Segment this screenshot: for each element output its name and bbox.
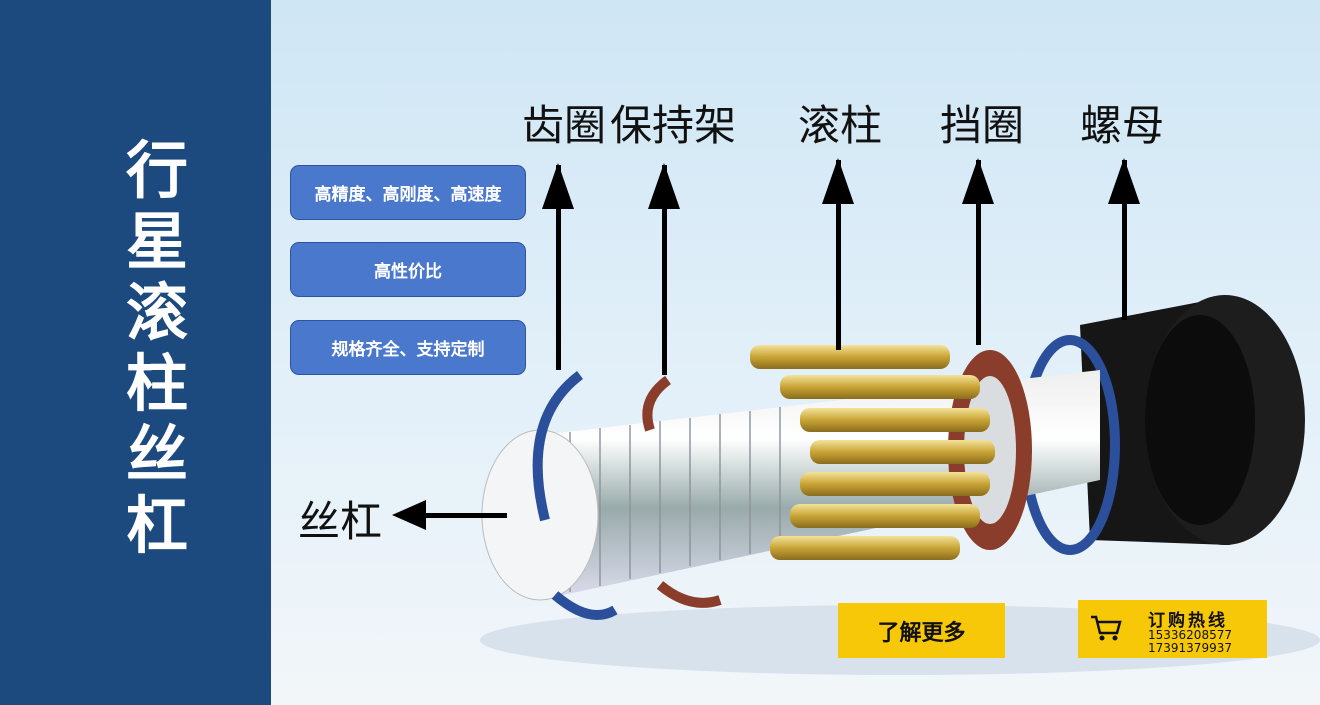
phone-2[interactable]: 17391379937 [1148,641,1232,655]
nut-part [1080,295,1305,545]
cart-icon [1091,615,1122,641]
rollers [750,345,995,560]
arrow-up-icon [648,163,680,375]
label-cage: 保持架 [610,101,737,150]
arrow-up-icon [822,158,854,350]
label-roller: 滚柱 [798,101,883,150]
hotline-box[interactable]: 订购热线 15336208577 17391379937 [1078,600,1267,658]
ring-gear-part [532,371,584,522]
hotline-label: 订购热线 [1148,611,1228,631]
arrow-up-icon [962,158,994,345]
vertical-title: 行星滚柱丝杠 [125,134,188,562]
learn-more-button[interactable]: 了解更多 [838,603,1005,658]
left-panel: 行星滚柱丝杠 [0,0,271,705]
arrow-up-icon [542,163,574,370]
feature-precision: 高精度、高刚度、高速度 [290,165,526,220]
arrow-left-icon [392,500,507,530]
label-screw: 丝杠 [298,497,383,546]
arrow-up-icon [1108,158,1140,320]
label-nut: 螺母 [1080,101,1165,150]
phone-1[interactable]: 15336208577 [1148,628,1232,642]
label-retainer: 挡圈 [940,101,1025,150]
feature-specs: 规格齐全、支持定制 [290,320,526,375]
feature-value: 高性价比 [290,242,526,297]
label-ring-gear: 齿圈 [522,101,607,150]
cage-part [642,375,672,432]
